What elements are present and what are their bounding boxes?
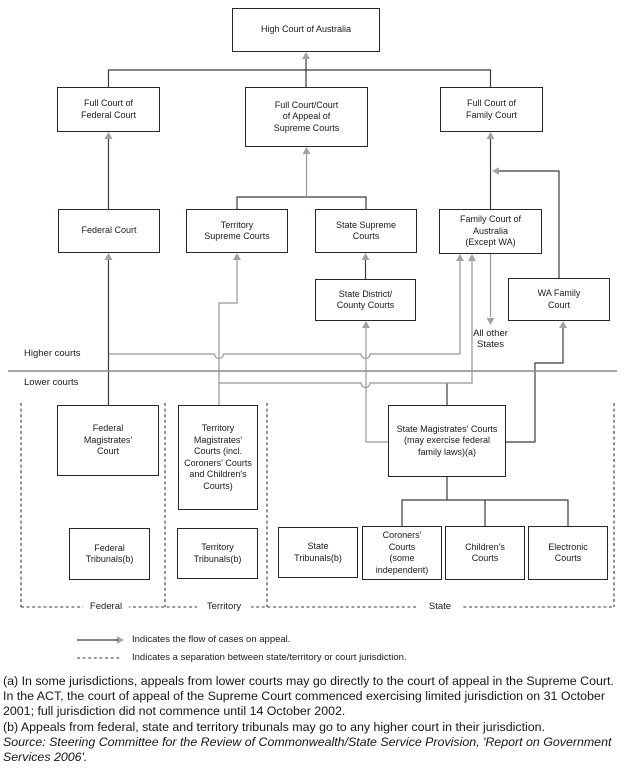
- legend-separation-text: Indicates a separation between state/ter…: [132, 652, 407, 663]
- section-label-federal: Federal: [83, 601, 129, 613]
- arrowhead-icons: [104, 52, 567, 644]
- legend-keys: [77, 639, 120, 659]
- box-state-supreme-courts: State Supreme Courts: [315, 209, 417, 253]
- footnote-b: (b) Appeals from federal, state and terr…: [3, 719, 546, 734]
- box-family-court-australia: Family Court of Australia (Except WA): [439, 209, 542, 254]
- legend-flow-text: Indicates the flow of cases on appeal.: [132, 634, 291, 645]
- box-federal-tribunals: Federal Tribunals(b): [69, 528, 150, 580]
- box-territory-tribunals: Territory Tribunals(b): [177, 528, 258, 579]
- box-full-court-supreme: Full Court/Court of Appeal of Supreme Co…: [245, 87, 368, 147]
- appeal-lines-dark: [107, 53, 569, 526]
- diagram-lines: [8, 52, 617, 659]
- section-label-territory: Territory: [197, 601, 251, 613]
- jurisdiction-dashed-lines: [20, 403, 615, 608]
- box-state-tribunals: State Tribunals(b): [278, 527, 358, 578]
- box-childrens-courts: Children's Courts: [445, 526, 525, 580]
- appeal-lines-gray: [109, 148, 492, 443]
- box-state-magistrates-courts: State Magistrates' Courts (may exercise …: [388, 405, 506, 477]
- box-high-court: High Court of Australia: [232, 8, 380, 52]
- all-other-states-label: All other States: [473, 328, 508, 350]
- box-territory-supreme-courts: Territory Supreme Courts: [186, 209, 288, 253]
- box-full-court-family: Full Court of Family Court: [440, 87, 543, 132]
- section-label-state: State: [418, 601, 462, 613]
- box-coroners-courts: Coroners' Courts (some independent): [362, 526, 442, 580]
- footnotes: (a) In some jurisdictions, appeals from …: [3, 674, 621, 765]
- box-territory-magistrates-courts: Territory Magistrates' Courts (incl. Cor…: [178, 405, 258, 510]
- box-federal-court: Federal Court: [58, 209, 160, 253]
- box-federal-magistrates-court: Federal Magistrates' Court: [57, 405, 159, 476]
- source-citation: Source: Steering Committee for the Revie…: [3, 734, 612, 765]
- box-state-district-county-courts: State District/ County Courts: [315, 279, 416, 321]
- box-electronic-courts: Electronic Courts: [528, 526, 608, 580]
- box-full-court-federal: Full Court of Federal Court: [57, 87, 160, 132]
- footnote-a: (a) In some jurisdictions, appeals from …: [3, 674, 614, 719]
- higher-courts-label: Higher courts: [24, 348, 81, 359]
- box-wa-family-court: WA Family Court: [508, 278, 610, 321]
- lower-courts-label: Lower courts: [24, 377, 79, 388]
